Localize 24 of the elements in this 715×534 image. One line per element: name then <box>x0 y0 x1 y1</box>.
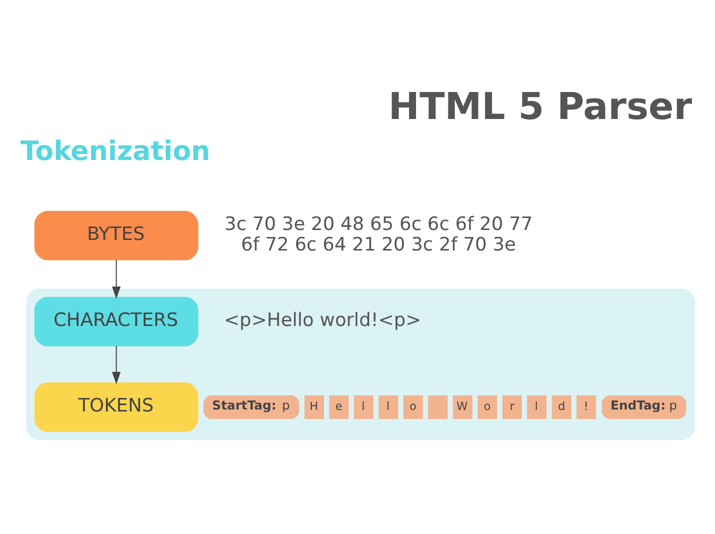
arrow <box>112 260 121 299</box>
label: Tokenization <box>20 136 210 168</box>
node-box: EndTag: p <box>602 395 686 420</box>
node-box: l <box>527 395 547 420</box>
node-box: e <box>329 395 349 420</box>
node-box: TOKENS <box>34 382 198 432</box>
node-box: H <box>304 395 324 420</box>
node-box: StartTag: p <box>203 395 300 420</box>
diagram-title: HTML 5 Parser <box>388 84 692 128</box>
node-box: r <box>502 395 522 420</box>
node-box: BYTES <box>34 210 198 260</box>
node-label: 3c 70 3e 20 48 65 6c 6c 6f 20 77 6f 72 6c 64 21 20 3c 2f 70 3e <box>224 214 533 256</box>
node-box: d <box>552 395 572 420</box>
node-box: l <box>378 395 398 420</box>
arrow <box>112 346 121 384</box>
cluster <box>26 288 696 440</box>
node-box: l <box>354 395 374 420</box>
node-label: <p>Hello world!<p> <box>224 310 422 332</box>
node-box: W <box>452 395 472 420</box>
node-box: CHARACTERS <box>34 296 198 346</box>
node-box: o <box>403 395 423 420</box>
node-box <box>428 395 448 420</box>
node-box: ! <box>576 395 596 420</box>
node-box: o <box>478 395 498 420</box>
